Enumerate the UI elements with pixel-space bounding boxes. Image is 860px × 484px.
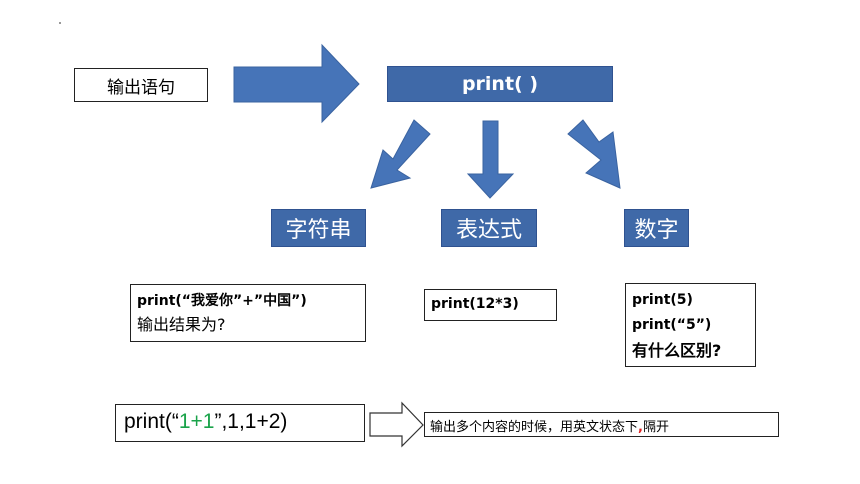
category-expression-label: 表达式: [455, 218, 522, 243]
category-expression-box: 表达式: [441, 209, 537, 247]
number-example-box: print(5) print(“5”) 有什么区别?: [625, 283, 756, 367]
expression-example-box: print(12*3): [424, 289, 557, 321]
down-right-arrow-icon: [567, 119, 621, 189]
multi-output-example-box: print(“1+1”,1,1+2): [115, 404, 365, 442]
string-example-question: 输出结果为?: [137, 315, 226, 334]
number-example-code-2: print(“5”): [632, 317, 712, 333]
string-example-box: print(“我爱你”+”中国”) 输出结果为?: [130, 284, 366, 342]
print-function-box: print( ): [387, 66, 613, 102]
multi-output-note-box: 输出多个内容的时候，用英文状态下,隔开: [424, 412, 779, 437]
multi-output-note-end: 隔开: [642, 420, 669, 435]
category-string-box: 字符串: [271, 209, 366, 247]
multi-output-suffix: ”,1,1+2): [214, 410, 288, 433]
expression-example-code: print(12*3): [431, 296, 519, 312]
number-example-code-1: print(5): [632, 292, 693, 308]
multi-output-prefix: print(“: [124, 410, 179, 433]
multi-output-note-text: 输出多个内容的时候，用英文状态下: [430, 420, 639, 435]
down-arrow-icon: [466, 120, 515, 199]
decorative-dot: [59, 22, 61, 24]
category-number-label: 数字: [634, 218, 679, 243]
string-example-code: print(“我爱你”+”中国”): [137, 293, 307, 309]
multi-output-green-text: 1+1: [178, 410, 215, 433]
outline-right-arrow-icon: [369, 401, 424, 448]
down-left-arrow-icon: [370, 119, 431, 189]
output-statement-box: 输出语句: [74, 68, 208, 102]
red-comma: ,: [638, 420, 643, 435]
right-block-arrow-icon: [233, 43, 360, 124]
print-function-label: print( ): [461, 73, 539, 95]
output-statement-label: 输出语句: [107, 77, 175, 98]
number-example-question: 有什么区别?: [632, 341, 722, 360]
category-string-label: 字符串: [285, 218, 352, 243]
category-number-box: 数字: [624, 209, 689, 247]
